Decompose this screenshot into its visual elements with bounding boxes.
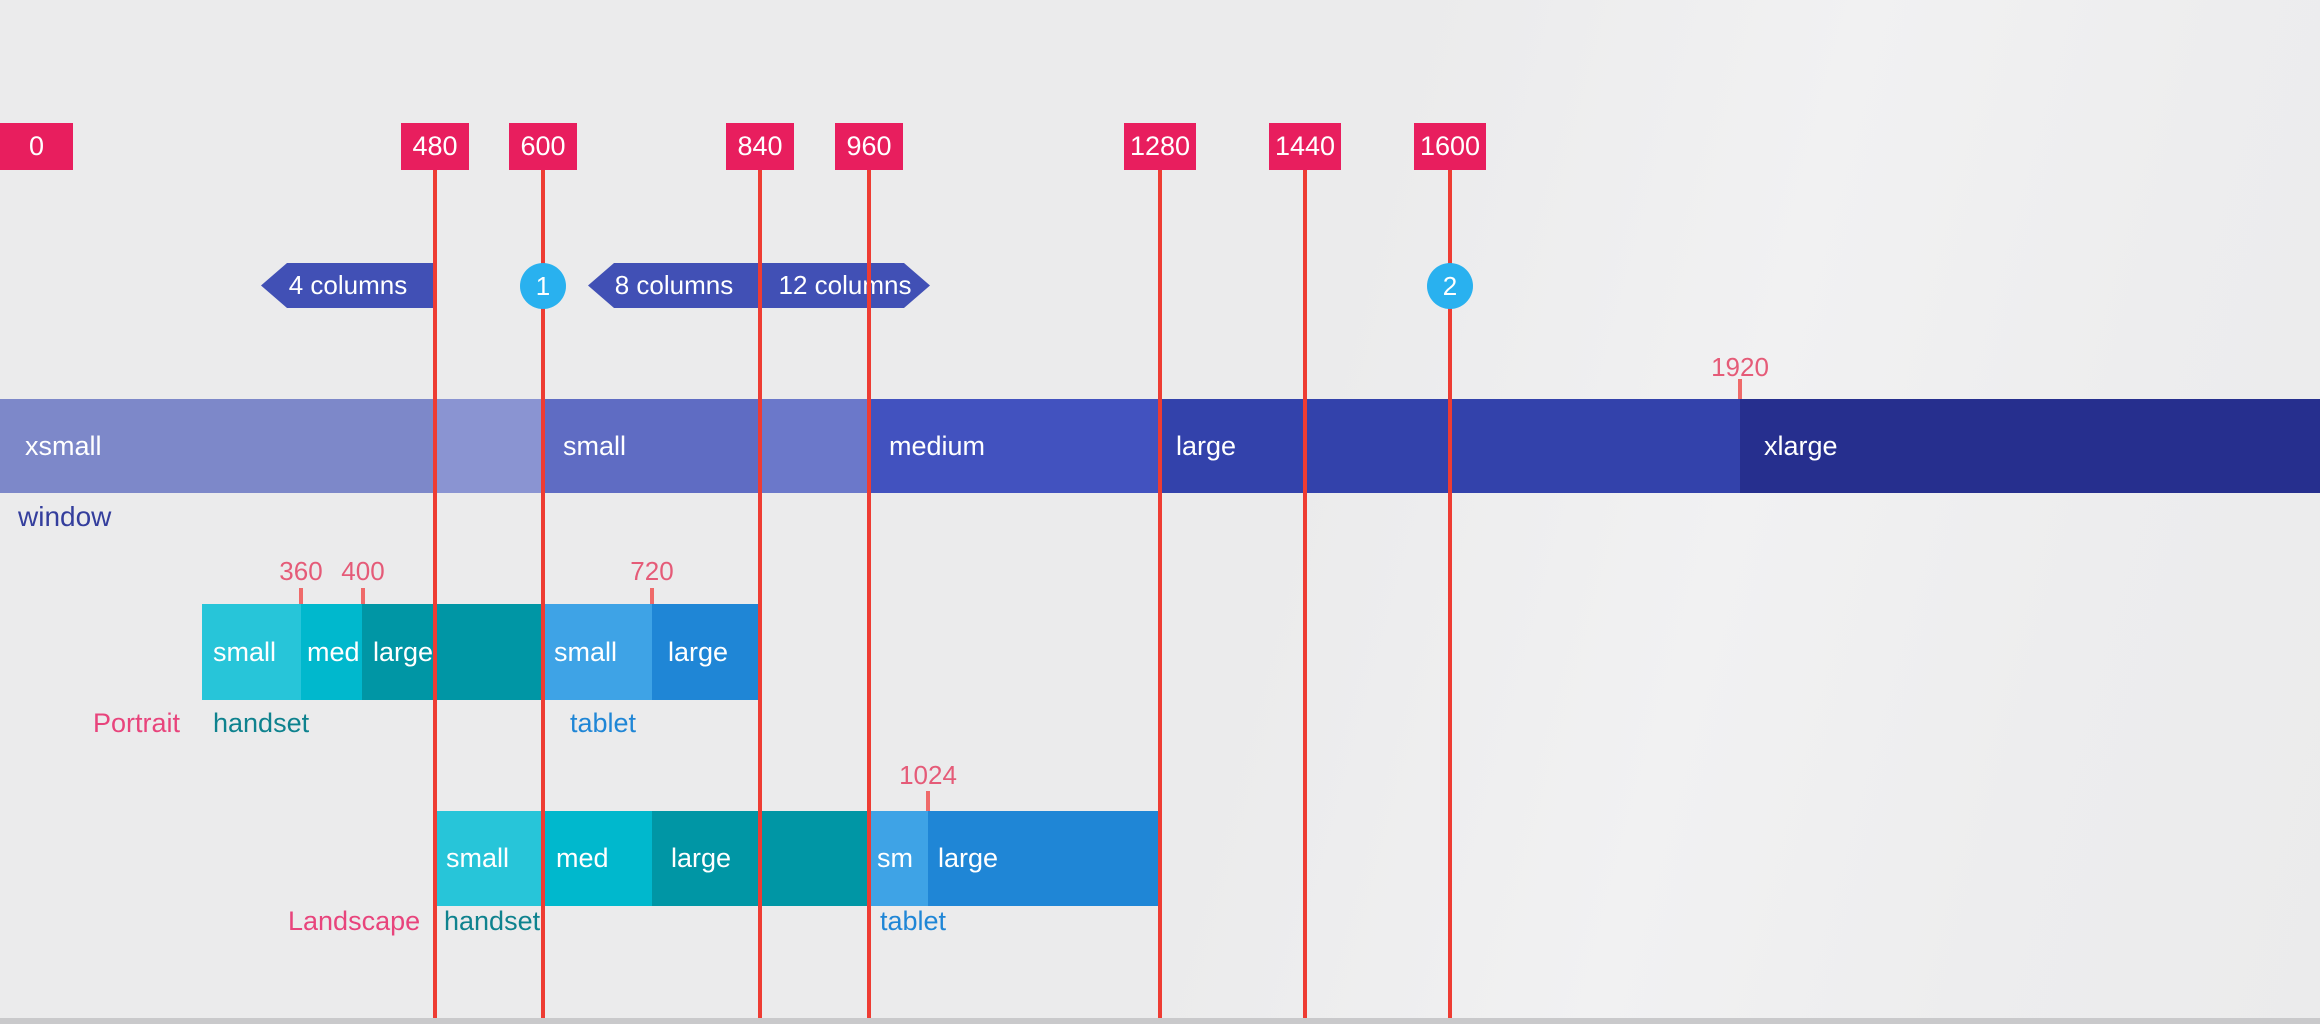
breakpoint-line-1280 [1158, 170, 1162, 1018]
mark-720: 720 [630, 556, 674, 586]
bottom-edge-strip [0, 1018, 2320, 1024]
portrait-handset-large-label: large [373, 636, 434, 667]
band-segment-xlarge-label: xlarge [1764, 430, 1838, 461]
band-segment-xlarge: xlarge [1740, 399, 2320, 493]
mark-1920: 1920 [1711, 352, 1769, 382]
ruler-box-0: 0 [0, 123, 73, 170]
portrait-handset-small-label: small [213, 636, 277, 667]
band-segment-xsmall-label: xsmall [25, 430, 102, 461]
band-segment-xsmall: xsmall [0, 399, 435, 493]
landscape-handset-med: med [543, 811, 652, 906]
ruler-box-480: 480 [401, 123, 469, 170]
landscape-tablet-large-label: large [938, 843, 999, 873]
breakpoint-line-960 [867, 170, 871, 1018]
band-segment-medium-label: medium [889, 430, 986, 461]
ruler-value: 1440 [1274, 131, 1336, 161]
tick-1024 [926, 791, 930, 811]
ruler-box-840: 840 [726, 123, 794, 170]
badge-12-columns: 12 columns [760, 263, 930, 308]
band-segment-medium: medium [869, 399, 1160, 493]
portrait-tablet-large-label: large [668, 636, 729, 667]
ruler-value: 960 [846, 131, 892, 161]
portrait-tablet-small: small [543, 604, 652, 700]
ruler-value: 0 [28, 131, 45, 161]
landscape-handset-small-label: small [446, 843, 510, 873]
tick-360 [299, 588, 303, 604]
portrait-title: Portrait [93, 708, 181, 738]
band-segment-small-medium-overlap [760, 399, 869, 493]
tick-400 [361, 588, 365, 604]
badge-8-columns: 8 columns [588, 263, 760, 308]
ruler-box-1600: 1600 [1414, 123, 1486, 170]
mark-400: 400 [341, 556, 385, 586]
landscape-handset-large-label: large [671, 843, 732, 873]
band-segment-xsmall-small-overlap [435, 399, 543, 493]
ruler-value: 600 [520, 131, 566, 161]
portrait-handset-large: large [362, 604, 543, 700]
ruler-value: 840 [737, 131, 783, 161]
portrait-tablet-caption: tablet [570, 708, 637, 738]
band-segment-large-label: large [1176, 430, 1237, 461]
landscape-handset-small: small [435, 811, 543, 906]
window-caption: window [18, 501, 112, 532]
band-segment-small: small [543, 399, 760, 493]
portrait-tablet-large: large [652, 604, 759, 700]
portrait-handset-small: small [202, 604, 301, 700]
mark-1024: 1024 [899, 760, 957, 790]
badge-8-columns-label: 8 columns [614, 270, 734, 300]
portrait-handset-med-label: med [307, 636, 360, 667]
breakpoint-line-600 [541, 170, 545, 1018]
landscape-tablet-caption: tablet [880, 906, 947, 936]
portrait-bars: small med large small large [0, 604, 2320, 700]
landscape-handset-med-label: med [556, 843, 609, 873]
mark-360: 360 [279, 556, 323, 586]
landscape-title: Landscape [288, 906, 421, 936]
portrait-handset-med: med [301, 604, 362, 700]
landscape-tablet-sm: sm [868, 811, 928, 906]
gutter-marker-1-label: 1 [535, 270, 551, 301]
gutter-marker-2: 2 [1427, 263, 1473, 309]
gutter-marker-2-label: 2 [1442, 270, 1458, 301]
badge-4-columns-label: 4 columns [288, 270, 408, 300]
band-segment-small-label: small [563, 430, 627, 461]
tick-1920 [1738, 379, 1742, 399]
ruler-value: 1600 [1419, 131, 1481, 161]
badge-4-columns: 4 columns [261, 263, 435, 308]
gutter-marker-1: 1 [520, 263, 566, 309]
portrait-tablet-small-label: small [554, 636, 618, 667]
ruler-box-600: 600 [509, 123, 577, 170]
ruler-value: 1280 [1129, 131, 1191, 161]
breakpoint-line-1600 [1448, 170, 1452, 1018]
breakpoint-line-840 [758, 170, 762, 1018]
landscape-tablet-sm-label: sm [877, 843, 913, 873]
breakpoint-line-480 [433, 170, 437, 1018]
tick-720 [650, 588, 654, 604]
ruler-box-1280: 1280 [1124, 123, 1196, 170]
badge-12-columns-label: 12 columns [778, 270, 912, 300]
ruler-value: 480 [412, 131, 458, 161]
landscape-handset-caption: handset [444, 906, 541, 936]
breakpoint-line-1440 [1303, 170, 1307, 1018]
landscape-tablet-large: large [928, 811, 1160, 906]
portrait-handset-caption: handset [213, 708, 310, 738]
ruler-box-960: 960 [835, 123, 903, 170]
ruler-box-1440: 1440 [1269, 123, 1341, 170]
